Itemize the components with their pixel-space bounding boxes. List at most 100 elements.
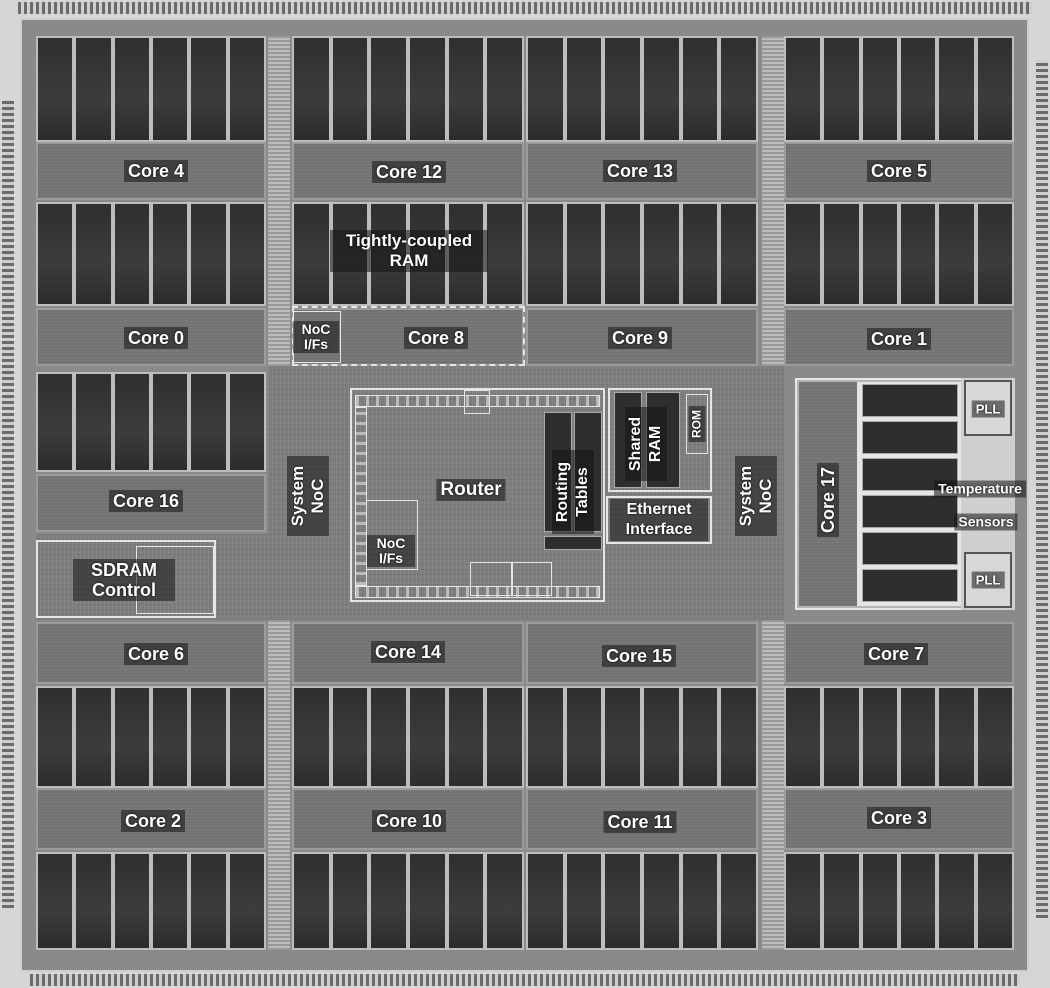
sram-bank [151,372,189,472]
sram-bank [36,852,74,950]
temperature-sensors-line2: Sensors [954,514,1017,531]
sram-bank [369,36,408,142]
routing-tables-line1: Routing [553,454,573,530]
sram-bank [369,852,408,950]
router-sub-block-3 [512,562,552,596]
core-15-label: Core 15 [602,645,676,667]
sram-bank [603,36,642,142]
sram-top-b-3 [784,202,1014,306]
sram-bank [74,686,112,788]
sram-bottom-a-3 [784,686,1014,788]
core-7-label: Core 7 [864,643,928,665]
sram-bank [331,686,370,788]
sram-bank [822,36,860,142]
sram-bank [408,686,447,788]
sram-bank [113,36,151,142]
sram-bank [719,686,758,788]
sram-bank [937,686,975,788]
sram-bank [292,36,331,142]
core-14-label: Core 14 [371,641,445,663]
sram-bank [642,852,681,950]
pad-ring-right [1036,60,1048,918]
sram-bank [189,686,227,788]
sram-bank [36,686,74,788]
core-2-label: Core 2 [121,810,185,832]
sram-bank [151,852,189,950]
sram-bank [74,852,112,950]
sram-bank [681,202,720,306]
sram-bank [681,852,720,950]
sram-bank [822,686,860,788]
sram-bank [565,202,604,306]
core-10-label: Core 10 [372,810,446,832]
pll-top-label: PLL [972,401,1005,418]
sram-bank [447,686,486,788]
tcram-line2: RAM [334,251,484,271]
system-noc-left-line2: NoC [308,460,328,532]
routing-tables-block-3 [544,536,602,550]
pad-ring-top [18,2,1032,14]
noc-ifs-top-line1: NoC [297,322,335,337]
tcram-line1: Tightly-coupled [334,231,484,251]
sram-bottom-b-0 [36,852,266,950]
sram-bank [603,852,642,950]
sram-core16 [36,372,266,472]
noc-strip-right-top [762,36,784,366]
sram-bank [784,36,822,142]
pad-ring-bottom [30,974,1020,986]
ethernet-line1: Ethernet [614,500,704,520]
core-16-label: Core 16 [109,490,183,512]
noc-ifs-router-line1: NoC [371,536,411,551]
sram-bank [784,686,822,788]
sdram-line2: Control [77,580,171,600]
sram-bank [681,36,720,142]
core-17-sram-bank [862,384,958,417]
sram-bank [292,202,331,306]
core-12-label: Core 12 [372,161,446,183]
noc-ifs-router-line2: I/Fs [371,551,411,566]
shared-ram-line1: Shared [626,411,646,477]
sram-bank [74,372,112,472]
core-11-label: Core 11 [603,811,676,833]
sram-bank [565,852,604,950]
rom-label: ROM [689,406,706,442]
sram-bank [526,686,565,788]
sram-bank [151,202,189,306]
temperature-sensors-line1: Temperature [934,481,1026,498]
sram-bank [861,36,899,142]
sdram-control-label: SDRAM Control [73,559,175,601]
sram-bank [822,852,860,950]
sram-bank [189,202,227,306]
sram-bank [861,852,899,950]
sram-bank [408,852,447,950]
sram-bank [526,36,565,142]
sram-bank [369,686,408,788]
shared-ram-label: Shared RAM [625,407,667,481]
sram-bank [113,202,151,306]
core-0-label: Core 0 [124,327,188,349]
sram-bank [228,372,266,472]
sram-bottom-a-1 [292,686,524,788]
sram-bank [861,686,899,788]
sram-top-a-1 [292,36,524,142]
routing-tables-label: Routing Tables [552,450,594,534]
sram-bank [603,202,642,306]
sram-bank [113,372,151,472]
sram-bank [113,852,151,950]
sram-bank [113,686,151,788]
sram-bank [565,686,604,788]
sram-bank [408,36,447,142]
sram-bank [976,852,1014,950]
sram-top-a-3 [784,36,1014,142]
sram-bank [36,36,74,142]
core-9-label: Core 9 [608,327,672,349]
sram-bank [899,686,937,788]
sram-bank [74,36,112,142]
sram-bank [719,202,758,306]
core-5-label: Core 5 [867,160,931,182]
sram-bank [36,372,74,472]
noc-ifs-router-label: NoC I/Fs [367,535,415,567]
sram-bank [976,202,1014,306]
sram-bank [937,852,975,950]
